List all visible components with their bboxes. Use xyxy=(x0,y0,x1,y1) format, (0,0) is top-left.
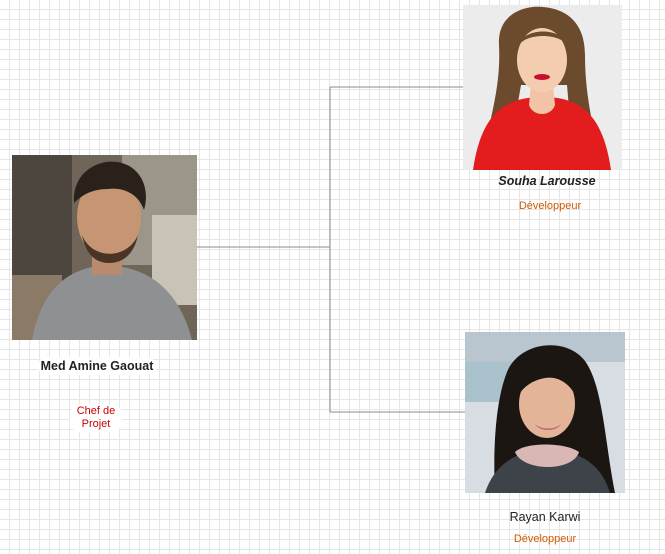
lead-photo xyxy=(12,155,197,340)
dev1-photo xyxy=(463,5,622,170)
dev2-photo xyxy=(465,332,625,493)
lead-name: Med Amine Gaouat xyxy=(38,357,156,375)
dev1-role: Développeur xyxy=(518,200,582,212)
dev2-role: Développeur xyxy=(513,533,577,545)
lead-role: Chef de Projet xyxy=(70,404,122,432)
dev1-name: Souha Larousse xyxy=(498,174,596,188)
dev2-name: Rayan Karwi xyxy=(509,510,581,524)
